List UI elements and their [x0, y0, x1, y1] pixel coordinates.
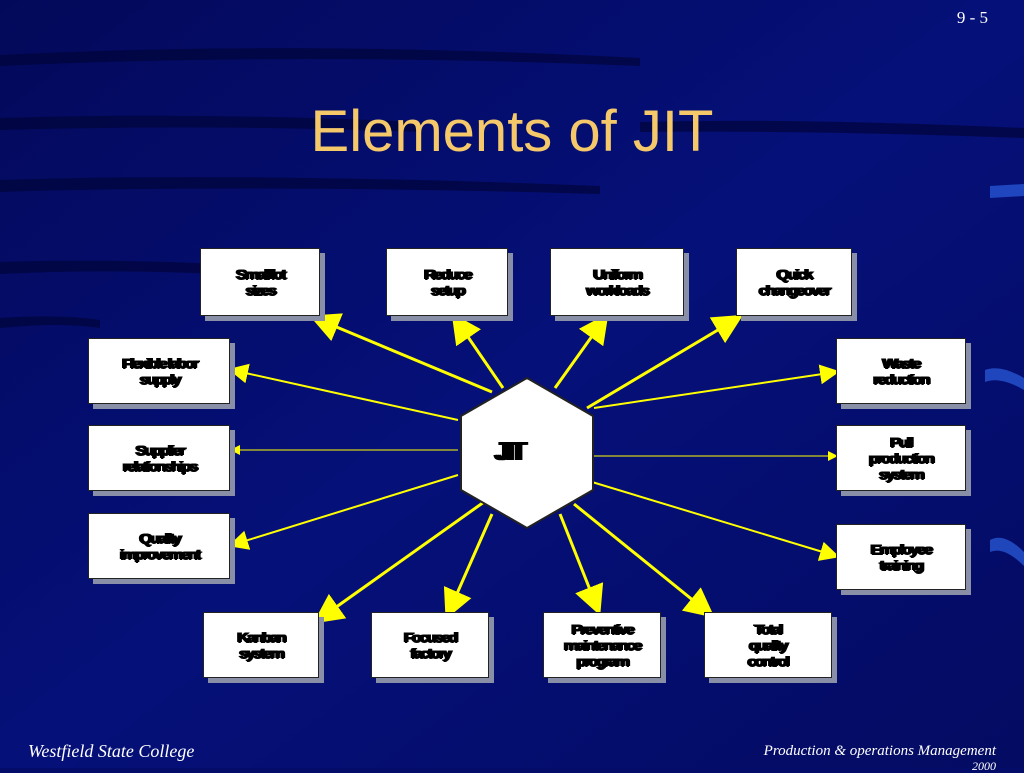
element-line: Reduce: [423, 266, 473, 282]
element-box-left-3: Quality improvement: [88, 513, 230, 579]
element-box-bottom-3: Preventive maintenance program: [543, 612, 661, 678]
element-line: quality: [749, 637, 789, 653]
element-line: control: [747, 653, 791, 669]
element-line: Kanban: [237, 629, 287, 645]
footer-course-title: Production & operations Management: [763, 743, 996, 759]
footer-year: 2000: [972, 759, 996, 773]
element-line: supply: [139, 371, 181, 387]
footer-course: Production & operations Management 2000: [763, 743, 996, 772]
element-line: Total: [754, 621, 784, 637]
element-line: Uniform: [593, 266, 643, 282]
element-line: workloads: [586, 282, 650, 298]
element-line: Pull: [890, 434, 914, 450]
element-line: changeover: [758, 282, 832, 298]
element-line: training: [879, 557, 925, 573]
element-line: Small lot: [235, 266, 287, 282]
element-line: Quality: [138, 530, 182, 546]
element-line: improvement: [119, 546, 201, 562]
element-line: sizes: [245, 282, 277, 298]
element-line: Focused: [403, 629, 459, 645]
element-box-top-3: Uniform workloads: [550, 248, 684, 316]
element-line: Employee: [870, 541, 934, 557]
slide-title: Elements of JIT: [310, 99, 714, 164]
element-line: system: [879, 466, 925, 482]
element-line: Waste: [882, 355, 922, 371]
element-line: Preventive: [571, 621, 634, 637]
slide-number: 9 - 5: [956, 8, 988, 27]
element-box-right-1: Waste reduction: [836, 338, 966, 404]
element-line: setup: [430, 282, 466, 298]
element-line: reduction: [873, 371, 931, 387]
footer-institution: Westfield State College: [28, 741, 195, 761]
element-box-left-1: Flexible labor supply: [88, 338, 230, 404]
element-line: factory: [410, 645, 452, 661]
element-line: maintenance: [563, 637, 643, 653]
element-line: Quick: [776, 266, 814, 282]
element-box-left-2: Supplier relationships: [88, 425, 230, 491]
element-box-top-2: Reduce setup: [386, 248, 508, 316]
element-line: Flexible labor: [121, 355, 199, 371]
element-line: production: [869, 450, 935, 466]
element-box-bottom-2: Focused factory: [371, 612, 489, 678]
hub-label: JIT: [495, 436, 527, 466]
element-line: program: [576, 653, 630, 669]
element-line: system: [239, 645, 285, 661]
element-box-bottom-1: Kanban system: [203, 612, 319, 678]
element-line: relationships: [122, 458, 198, 474]
element-box-right-2: Pull production system: [836, 425, 966, 491]
element-box-top-1: Small lot sizes: [200, 248, 320, 316]
element-box-bottom-4: Total quality control: [704, 612, 832, 678]
element-box-right-3: Employee training: [836, 524, 966, 590]
element-box-top-4: Quick changeover: [736, 248, 852, 316]
element-line: Supplier: [134, 442, 185, 458]
